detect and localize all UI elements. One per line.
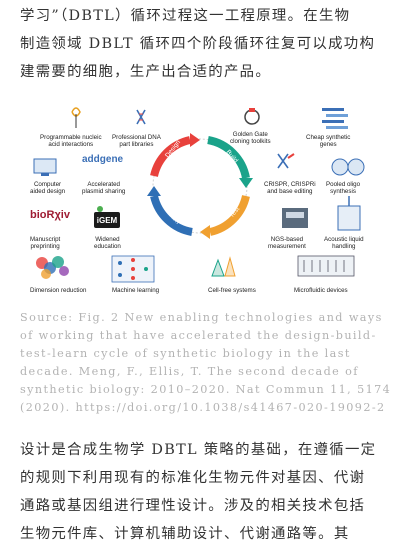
dimension-reduction-icon: [36, 256, 69, 279]
label-dna-part-libraries: Professional DNA part libraries: [112, 134, 161, 148]
label-manuscript-preprinting: Manuscript preprinting: [30, 236, 61, 250]
caption-line: decade. Meng, F., Ellis, T. The second d…: [20, 365, 359, 378]
synthetic-genes-icon: [322, 108, 348, 129]
label-machine-learning: Machine learning: [112, 287, 160, 294]
build-arc: [207, 136, 250, 179]
biorxiv-logo: bioRχiv: [30, 209, 70, 221]
dbtl-figure: Design Build Test Learn iGEM: [20, 100, 380, 300]
article-page: 学习”（DBTL）循环过程这一工程原理。在生物 制造领域 DBLT 循环四个阶段…: [20, 2, 392, 542]
label-dimension-reduction: Dimension reduction: [30, 287, 87, 294]
label-ngs-measurement: NGS-based measurement: [268, 236, 306, 250]
paragraph-line: 通路或基因组进行理性设计。涉及的相关技术包括: [20, 498, 366, 514]
label-cheap-genes: Cheap synthetic genes: [306, 134, 351, 148]
ngs-sequencer-icon: [282, 208, 308, 228]
machine-learning-icon: [111, 255, 155, 283]
paragraph-line: 的规则下利用现有的标准化生物元件对基因、代谢: [20, 470, 366, 486]
crispr-icon: [277, 153, 295, 169]
paragraph-bottom: 设计是合成生物学 DBTL 策略的基础，在遵循一定 的规则下利用现有的标准化生物…: [20, 436, 380, 548]
caption-line: Source: Fig. 2 New enabling technologies…: [20, 311, 383, 324]
label-pooled-oligo: Pooled oligo synthesis: [326, 181, 361, 195]
test-arc: [208, 194, 250, 236]
figure-caption: Source: Fig. 2 New enabling technologies…: [20, 309, 392, 417]
caption-line: test-learn cycle of synthetic biology in…: [20, 347, 351, 360]
golden-gate-icon: [244, 108, 260, 125]
caption-line: synthetic biology: 2010–2020. Nat Commun…: [20, 383, 392, 396]
nucleic-acid-icon: [71, 107, 81, 128]
addgene-logo: addgene: [82, 154, 124, 165]
microfluidic-icon: [297, 255, 355, 277]
paragraph-line: 设计是合成生物学 DBTL 策略的基础，在遵循一定: [20, 442, 377, 458]
label-acoustic-liquid: Acoustic liquid handling: [324, 236, 364, 250]
label-crispr: CRISPR, CRISPRi and base editing: [264, 181, 316, 195]
test-arrowhead: [200, 225, 210, 239]
paragraph-line: 生物元件库、计算机辅助设计、代谢通路等。其: [20, 526, 350, 542]
dbtl-cycle-diagram: Design Build Test Learn iGEM: [33, 107, 365, 283]
build-arrowhead: [239, 178, 253, 188]
learn-arrowhead: [147, 186, 161, 196]
computer-icon: [33, 158, 57, 176]
label-plasmid-sharing: Accelerated plasmid sharing: [82, 181, 126, 195]
cell-free-icon: [211, 256, 236, 277]
label-cell-free: Cell-free systems: [208, 287, 256, 294]
igem-logo-text: iGEM: [97, 216, 118, 225]
dna-library-icon: [136, 109, 146, 125]
design-arc: [150, 136, 192, 178]
oligo-pool-icon: [331, 158, 365, 176]
paragraph-top: 学习”（DBTL）循环过程这一工程原理。在生物 制造领域 DBLT 循环四个阶段…: [20, 2, 380, 86]
caption-line: of working that have accelerated the des…: [20, 329, 377, 342]
igem-logo-icon: iGEM: [94, 206, 120, 228]
caption-line: (2020). https://doi.org/10.1038/s41467-0…: [20, 401, 386, 414]
learn-arc: [150, 194, 193, 236]
label-microfluidic: Microfluidic devices: [294, 287, 348, 294]
label-programmable-nucleic: Programmable nucleic acid interactions: [40, 134, 102, 148]
paragraph-line: 制造领域 DBLT 循环四个阶段循环往复可以成功构: [20, 36, 376, 52]
design-arrowhead: [190, 133, 200, 147]
label-widened-education: Widened education: [94, 236, 121, 250]
label-computer-aided-design: Computer aided design: [30, 181, 66, 195]
paragraph-line: 建需要的细胞，生产出合适的产品。: [20, 64, 272, 80]
liquid-handler-icon: [337, 196, 361, 231]
label-golden-gate: Golden Gate cloning toolkits: [230, 131, 271, 145]
paragraph-line: 学习”（DBTL）循环过程这一工程原理。在生物: [20, 8, 351, 24]
